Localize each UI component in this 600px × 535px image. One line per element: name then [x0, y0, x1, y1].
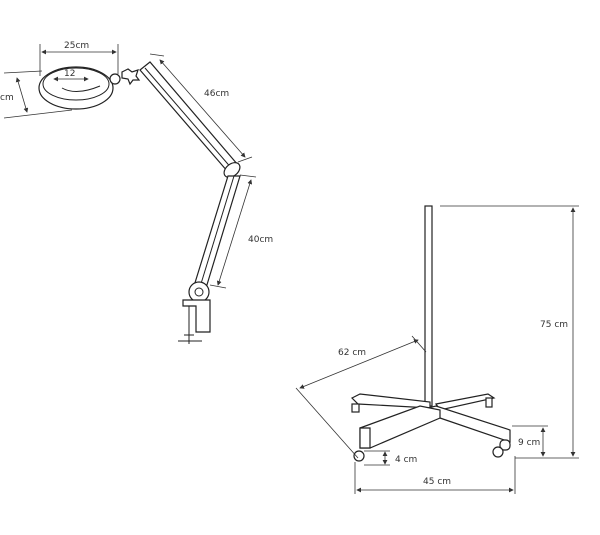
lens-diameter-label: 12 — [64, 69, 75, 79]
base-height-label: 9 cm — [518, 438, 540, 448]
base-diagonal-label: 62 cm — [338, 348, 366, 358]
caster-height-label: 4 cm — [395, 455, 417, 465]
stand-dimensions: 62 cm 75 cm 9 cm 4 cm 45 cm — [295, 205, 579, 494]
lamp-dimensions: 25cm 12 cm 46cm 40cm — [0, 41, 273, 289]
lower-arm-label: 40cm — [248, 235, 273, 245]
head-depth-label: cm — [0, 93, 14, 103]
base-width-label: 45 cm — [423, 477, 451, 487]
floor-stand-drawing — [350, 205, 511, 462]
upper-arm-label: 46cm — [204, 89, 229, 99]
magnifier-lamp-drawing — [38, 61, 241, 344]
head-width-label: 25cm — [64, 41, 89, 51]
height-label: 75 cm — [540, 320, 568, 330]
